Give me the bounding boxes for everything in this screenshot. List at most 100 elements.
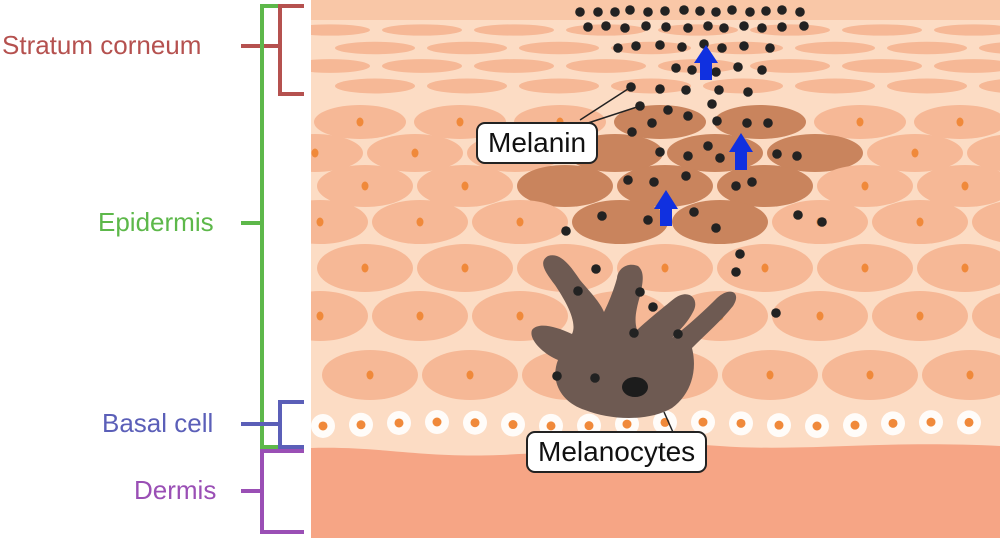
epidermis-cells: [311, 24, 1000, 438]
corneum-cell: [934, 24, 1000, 36]
epidermis-label: Epidermis: [98, 207, 214, 237]
cell-nucleus: [366, 370, 374, 380]
melanin-granule: [765, 43, 775, 53]
melanin-granule: [655, 84, 665, 94]
melanin-granule: [648, 302, 658, 312]
corneum-cell: [887, 78, 967, 94]
melanin-granule: [643, 7, 653, 17]
melanin-granule: [627, 127, 637, 137]
melanin-granule: [739, 41, 749, 51]
melanin-granule: [597, 211, 607, 221]
melanin-granule: [629, 328, 639, 338]
cell-nucleus: [766, 370, 774, 380]
corneum-cell: [658, 24, 738, 36]
melanin-granule: [719, 23, 729, 33]
melanin-granule: [575, 7, 585, 17]
melanin-granule: [757, 65, 767, 75]
melanin-pointer: [579, 86, 632, 121]
melanin-granule: [743, 87, 753, 97]
melanin-granule: [673, 329, 683, 339]
epidermal-cell: [714, 105, 806, 139]
corneum-cell: [519, 78, 599, 94]
corneum-cell: [934, 59, 1000, 73]
melanin-granule: [613, 43, 623, 53]
basal-cell-nucleus: [736, 418, 746, 428]
corneum-cell: [474, 59, 554, 73]
melanin-granule: [625, 5, 635, 15]
melanin-granule: [695, 6, 705, 16]
corneum-cell: [335, 41, 415, 55]
cell-nucleus: [816, 311, 824, 321]
transport-arrow: [694, 45, 718, 80]
melanocytes-callout: Melanocytes: [526, 431, 708, 473]
melanin-granule: [683, 151, 693, 161]
epidermal-cell: [517, 165, 613, 207]
melanin-granule: [777, 5, 787, 15]
melanin-granule: [731, 267, 741, 277]
epidermal-cell: [917, 165, 1000, 207]
cell-nucleus: [761, 263, 769, 273]
melanin-granule: [792, 151, 802, 161]
cell-nucleus: [356, 117, 364, 127]
cell-nucleus: [916, 217, 924, 227]
melanin-granule: [727, 5, 737, 15]
corneum-cell: [427, 78, 507, 94]
melanin-granule: [711, 7, 721, 17]
melanin-granule: [772, 149, 782, 159]
cell-nucleus: [956, 117, 964, 127]
melanin-granule: [643, 215, 653, 225]
melanin-granule: [757, 23, 767, 33]
melanin-granule: [742, 118, 752, 128]
melanin-granule: [552, 371, 562, 381]
cell-nucleus: [466, 370, 474, 380]
cell-nucleus: [861, 263, 869, 273]
cell-nucleus: [861, 181, 869, 191]
melanin-granule: [583, 22, 593, 32]
dermis-bracket: [241, 449, 304, 534]
cell-nucleus: [516, 217, 524, 227]
cell-nucleus: [411, 148, 419, 158]
epidermal-cell: [311, 200, 368, 244]
corneum-cell: [519, 41, 599, 55]
melanin-granule: [715, 153, 725, 163]
basal-cell-label: Basal cell: [102, 408, 214, 438]
melanin-granule: [641, 21, 651, 31]
cell-nucleus: [416, 217, 424, 227]
epidermal-cell: [767, 134, 863, 172]
melanin-granule: [655, 40, 665, 50]
epidermal-cell: [967, 134, 1000, 172]
melanin-granule: [739, 21, 749, 31]
cell-nucleus: [416, 311, 424, 321]
cell-nucleus: [661, 263, 669, 273]
melanocyte-nucleus: [622, 377, 648, 397]
basal-cell-nucleus: [318, 421, 328, 431]
basal-cell-nucleus: [964, 417, 974, 427]
melanin-granule: [763, 118, 773, 128]
cell-nucleus: [461, 181, 469, 191]
basal-cell-nucleus: [926, 417, 936, 427]
melanin-callout: Melanin: [476, 122, 599, 164]
melanin-granule: [593, 7, 603, 17]
corneum-cell: [335, 78, 415, 94]
corneum-cell: [842, 59, 922, 73]
stratum-corneum-bracket: [241, 4, 304, 96]
melanin-granule: [610, 7, 620, 17]
basal-cell-bracket: [241, 400, 304, 449]
cell-nucleus: [316, 217, 324, 227]
epidermal-cell: [672, 200, 768, 244]
epidermal-cell: [614, 105, 706, 139]
epidermal-cell: [917, 244, 1000, 292]
melanin-granule: [733, 62, 743, 72]
cell-nucleus: [361, 181, 369, 191]
melanin-granule: [799, 21, 809, 31]
corneum-cell: [427, 41, 507, 55]
cell-nucleus: [966, 370, 974, 380]
basal-cell-nucleus: [774, 420, 784, 430]
melanin-granule: [677, 42, 687, 52]
melanin-granule: [620, 23, 630, 33]
melanin-granule: [735, 249, 745, 259]
skin-surface-band: [311, 0, 1000, 20]
basal-cell-nucleus: [888, 418, 898, 428]
melanin-granule: [635, 287, 645, 297]
